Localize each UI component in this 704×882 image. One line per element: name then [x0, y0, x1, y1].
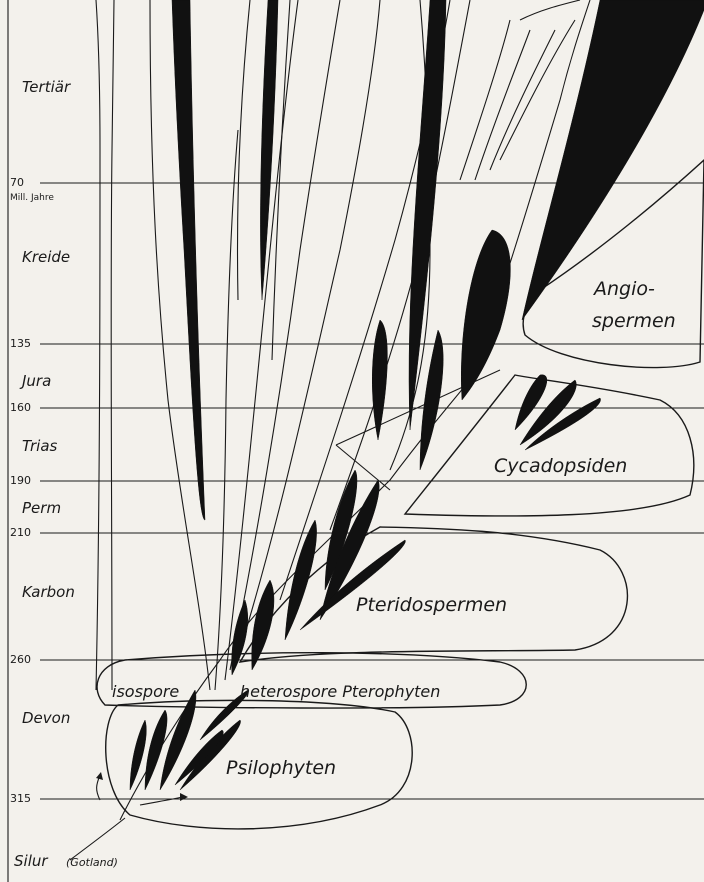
arrow-up-head — [96, 772, 103, 780]
period-perm: Perm — [22, 499, 61, 517]
period-trias: Trias — [22, 437, 58, 455]
period-kreide: Kreide — [22, 248, 70, 266]
label-isospore: isospore — [112, 682, 179, 701]
lineage-2 — [111, 0, 114, 690]
filled-angiosperm — [522, 0, 704, 320]
age-70: 70 — [10, 176, 24, 189]
arrow-right-head — [180, 793, 188, 801]
twig-5 — [520, 0, 580, 20]
period-devon: Devon — [22, 709, 70, 727]
filled-lineage-1 — [172, 0, 205, 520]
label-cycadopsiden: Cycadopsiden — [494, 455, 627, 477]
label-angio-1: Angio- — [592, 278, 655, 300]
twig-2 — [475, 30, 530, 180]
label-heterospore: heterospore Pterophyten — [240, 682, 440, 701]
twig-4 — [500, 20, 575, 160]
filled-leaf-1 — [461, 230, 510, 400]
label-pteridospermen: Pteridospermen — [356, 594, 507, 616]
filled-leaf-14 — [130, 720, 146, 790]
origin-arrows — [70, 772, 188, 860]
lineage-6 — [230, 0, 340, 670]
silur-note: (Gotland) — [66, 856, 118, 869]
age-135: 135 — [10, 337, 31, 350]
root-line — [70, 818, 125, 860]
label-angio-2: spermen — [592, 310, 676, 332]
period-silur: Silur — [14, 852, 48, 870]
age-unit: Mill. Jahre — [10, 193, 54, 203]
cycadopsiden-outline — [405, 375, 694, 516]
label-psilophyten: Psilophyten — [226, 757, 336, 779]
period-jura: Jura — [19, 372, 51, 390]
lineage-12 — [238, 0, 251, 300]
period-karbon: Karbon — [22, 583, 75, 601]
period-tertiar: Tertiär — [22, 78, 71, 96]
age-160: 160 — [10, 401, 31, 414]
filled-leaf-11 — [252, 580, 274, 670]
age-190: 190 — [10, 474, 31, 487]
lineage-1 — [96, 0, 100, 690]
age-315: 315 — [10, 792, 31, 805]
filled-leaf-12 — [232, 600, 248, 675]
arrow-right — [140, 797, 182, 805]
lineage-9 — [330, 0, 470, 530]
age-210: 210 — [10, 526, 31, 539]
lineage-4 — [215, 130, 238, 690]
age-260: 260 — [10, 653, 31, 666]
cycado-connector — [336, 445, 390, 490]
